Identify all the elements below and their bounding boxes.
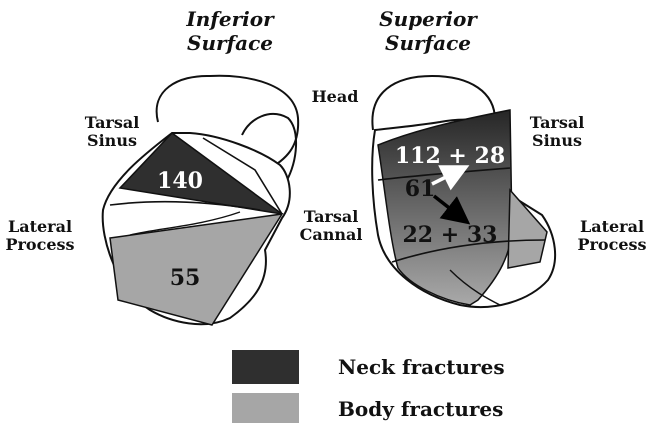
lateral-process-right-label-line1: Lateral [580,217,644,236]
legend-body-swatch [232,393,299,423]
superior-middle-count: 61 [405,176,436,202]
legend-body-label: Body fractures [338,397,503,421]
superior-lateral-process-region [508,190,547,268]
lateral-process-left-label-line2: Process [5,235,74,254]
tarsal-sinus-right-label-line1: Tarsal [530,113,585,132]
lateral-process-left-label-line1: Lateral [8,217,72,236]
superior-fracture-region [378,110,512,305]
lateral-process-right-label-line2: Process [577,235,646,254]
head-label: Head [312,87,359,106]
legend-neck-label: Neck fractures [338,355,505,379]
inferior-title-line1: Inferior [185,7,275,31]
tarsal-sinus-right-label-line2: Sinus [532,131,582,150]
legend-neck-swatch [232,350,299,384]
tarsal-sinus-left-label-line1: Tarsal [85,113,140,132]
tarsal-cannal-label-line2: Cannal [300,225,363,244]
inferior-body-count: 55 [170,265,201,291]
inferior-title-line2: Surface [187,31,273,55]
legend: Neck fractures Body fractures [232,350,505,423]
inferior-neck-count: 140 [157,168,203,194]
superior-title-line1: Superior [379,7,478,31]
superior-talus: 112 + 28 61 22 + 33 [372,76,555,307]
superior-title-line2: Surface [385,31,471,55]
superior-bottom-count: 22 + 33 [403,222,498,248]
tarsal-cannal-label-line1: Tarsal [304,207,359,226]
tarsal-sinus-left-label-line2: Sinus [87,131,137,150]
superior-top-count: 112 + 28 [395,143,505,169]
